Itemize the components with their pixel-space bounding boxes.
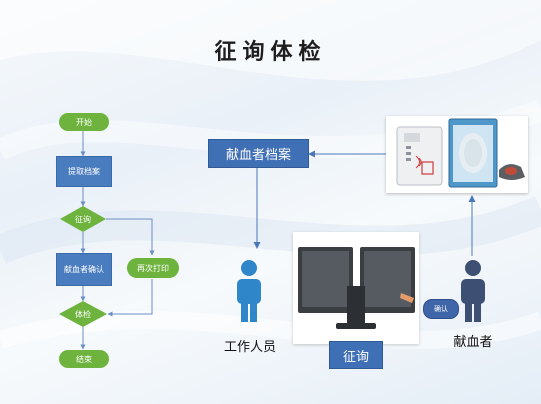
flow-fetch-record: 提取档案 (56, 156, 112, 187)
flow-exam: 体检 (75, 309, 91, 319)
confirm-badge: 确认 (423, 299, 459, 319)
flow-consult: 征询 (75, 214, 91, 224)
staff-label: 工作人员 (223, 340, 276, 355)
page-title: 征询体检 (214, 39, 327, 65)
flow-end: 结束 (59, 350, 109, 368)
donor-label: 献血者 (453, 335, 493, 350)
donor-archive-box: 献血者档案 (208, 139, 309, 168)
consult-box: 征询 (329, 341, 383, 369)
flow-donor-confirm: 献血者确认 (56, 253, 112, 286)
flow-reprint: 再次打印 (127, 258, 179, 278)
flow-start: 开始 (59, 113, 109, 131)
